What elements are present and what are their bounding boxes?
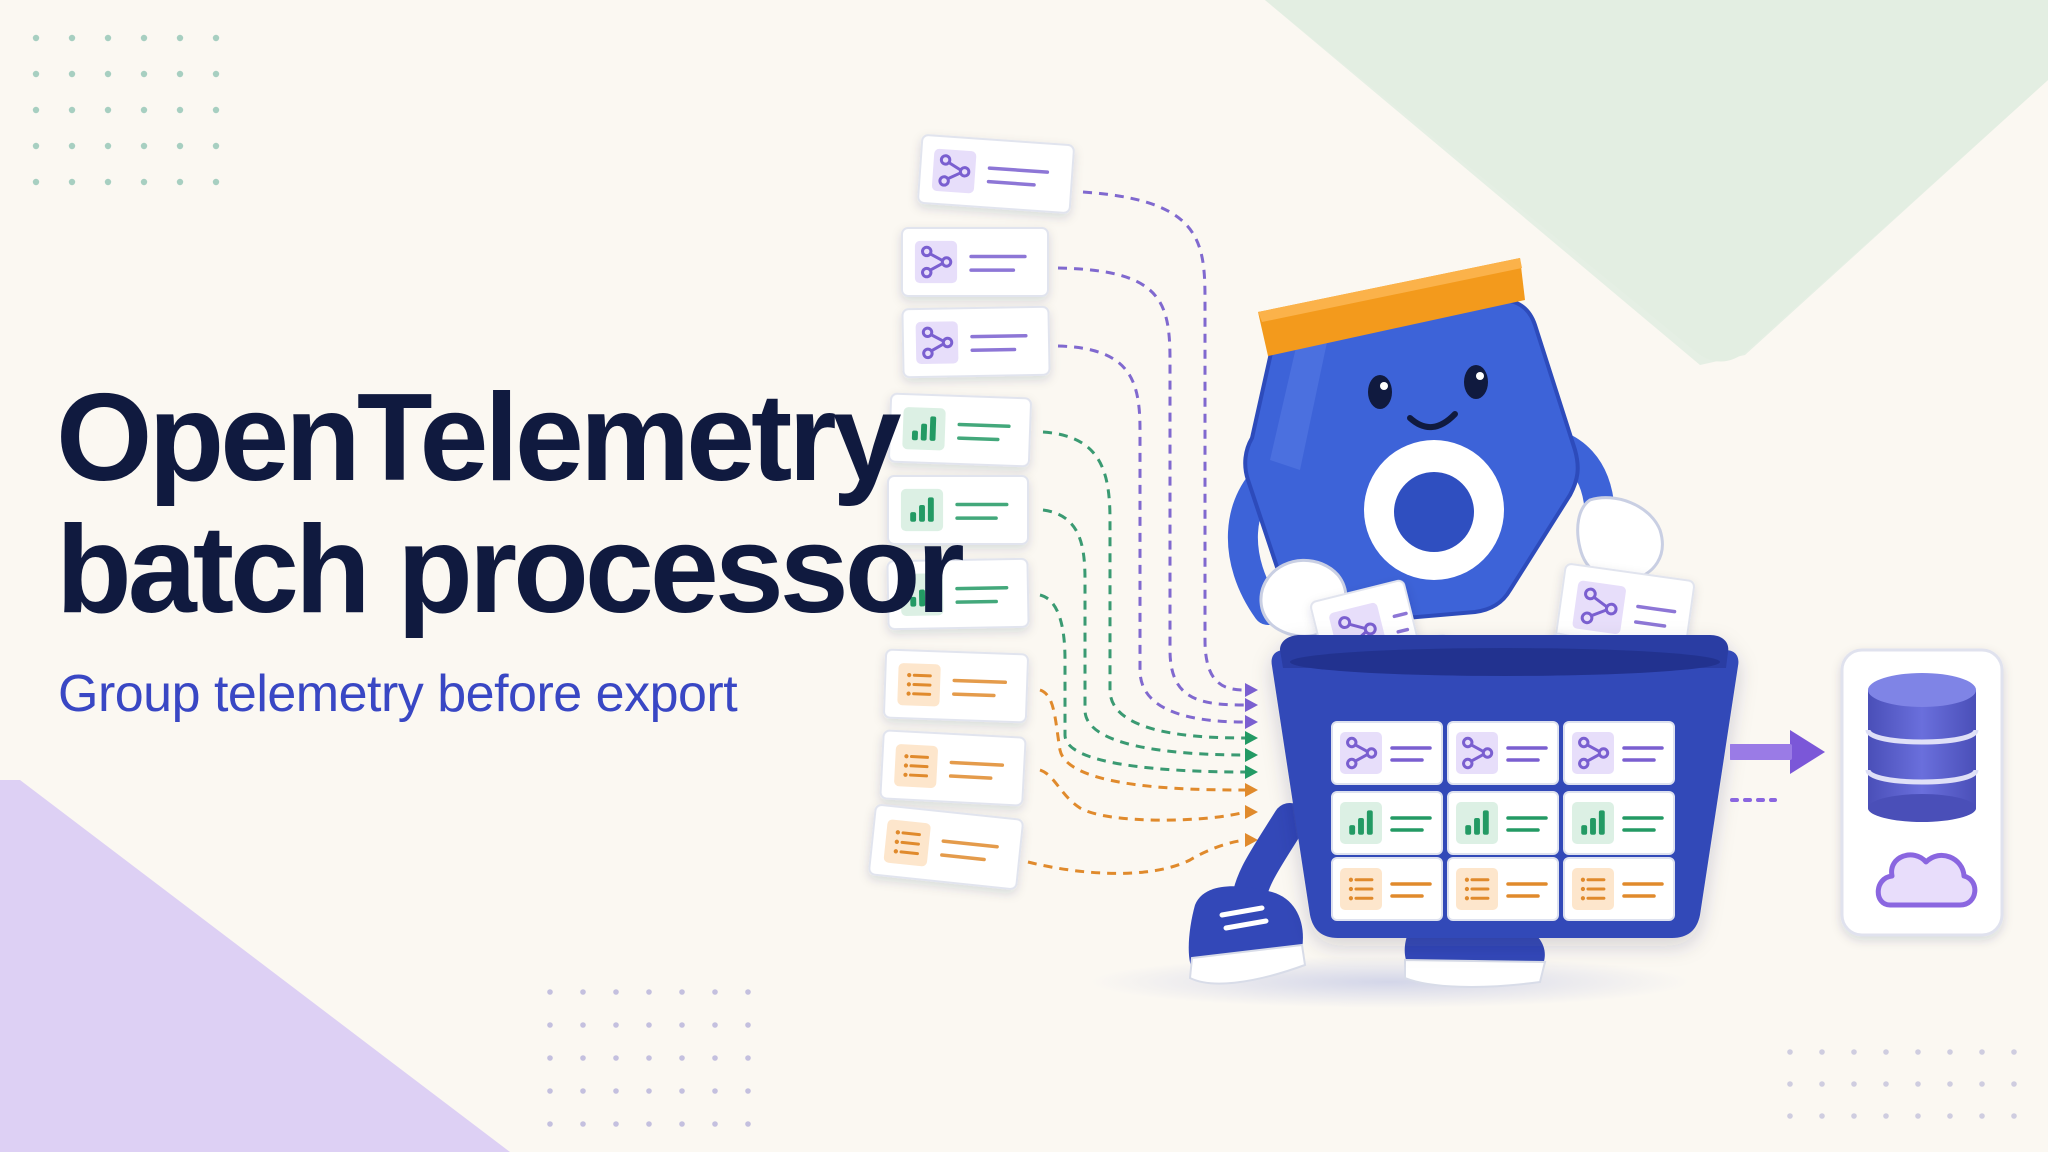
batched-metric-item — [1563, 791, 1675, 855]
trace-flow-arrowhead — [1245, 698, 1258, 712]
log-card — [879, 729, 1027, 807]
page-title: OpenTelemetry batch processor — [56, 369, 965, 639]
trace-card — [901, 305, 1051, 379]
export-arrow — [1730, 730, 1825, 802]
batched-metric-item — [1331, 791, 1443, 855]
metric-bar-chart-icon — [1456, 802, 1498, 844]
metric-bar-chart-icon — [900, 573, 944, 616]
input-cards — [868, 134, 1075, 890]
log-list-icon — [1456, 868, 1498, 910]
trace-card — [901, 227, 1049, 297]
trace-flow-arrowhead — [1245, 715, 1258, 729]
metric-card — [887, 475, 1029, 545]
metric-flow-arrowhead — [1245, 731, 1258, 745]
title-line-1: OpenTelemetry — [56, 369, 902, 507]
trace-flow-arrowhead — [1245, 683, 1258, 697]
mascot-face — [1368, 365, 1488, 430]
trace-card — [917, 134, 1075, 214]
batched-trace-item — [1331, 721, 1443, 785]
batched-log-item — [1447, 857, 1559, 921]
batched-trace-item — [1447, 721, 1559, 785]
metric-flow-line — [1042, 430, 1246, 740]
metric-flow-line — [1042, 508, 1246, 757]
dot-grid-bottom — [547, 989, 751, 1127]
metric-card — [886, 557, 1030, 631]
log-flow-line — [1039, 688, 1246, 792]
floor-shadow — [1090, 956, 1690, 1008]
log-list-icon — [883, 819, 931, 867]
trace-card — [1554, 563, 1696, 659]
metric-card — [888, 392, 1032, 468]
trace-icon — [914, 240, 958, 284]
log-list-icon — [1340, 868, 1382, 910]
dot-grid-top-left — [32, 34, 220, 186]
trace-icon — [1572, 580, 1626, 635]
dot-grid-bottom-right — [1787, 1049, 2017, 1119]
metric-flow-line — [1039, 593, 1246, 774]
log-list-icon — [1572, 868, 1614, 910]
batched-metric-item — [1447, 791, 1559, 855]
trace-icon — [1340, 732, 1382, 774]
green-corner-shape-fill — [1265, 0, 2048, 362]
log-flow-arrowhead — [1245, 805, 1258, 819]
flow-lines — [1027, 190, 1246, 875]
trace-icon — [1456, 732, 1498, 774]
left-sneaker — [1188, 886, 1307, 985]
trace-flow-line — [1082, 190, 1246, 692]
metric-bar-chart-icon — [902, 407, 946, 451]
database-icon — [1865, 673, 1979, 822]
subtitle: Group telemetry before export — [58, 665, 738, 723]
metric-bar-chart-icon — [1572, 802, 1614, 844]
flow-arrowheads — [1245, 683, 1258, 847]
batched-log-item — [1563, 857, 1675, 921]
log-list-icon — [897, 663, 941, 707]
mascot — [1228, 258, 1664, 638]
export-destination — [1840, 648, 2004, 937]
metric-flow-arrowhead — [1245, 765, 1258, 779]
log-flow-arrowhead — [1245, 833, 1258, 847]
metric-bar-chart-icon — [900, 488, 944, 532]
opentelemetry-emblem — [1364, 440, 1504, 580]
basket-grid — [1331, 721, 1675, 921]
log-flow-arrowhead — [1245, 783, 1258, 797]
log-flow-line — [1027, 838, 1246, 875]
metric-bar-chart-icon — [1340, 802, 1382, 844]
trace-flow-line — [1057, 344, 1246, 724]
cloud-icon — [1875, 852, 1978, 908]
log-card — [868, 804, 1024, 890]
trace-icon — [915, 321, 959, 365]
trace-flow-line — [1057, 266, 1246, 707]
batched-trace-item — [1563, 721, 1675, 785]
batched-log-item — [1331, 857, 1443, 921]
metric-flow-arrowhead — [1245, 748, 1258, 762]
title-line-2: batch processor — [56, 501, 965, 639]
trace-icon — [931, 148, 977, 194]
log-card — [883, 648, 1029, 724]
log-flow-line — [1039, 768, 1246, 822]
mascot-headband — [1258, 258, 1525, 356]
log-list-icon — [894, 744, 938, 788]
trace-icon — [1572, 732, 1614, 774]
purple-corner-shape — [0, 780, 510, 1152]
